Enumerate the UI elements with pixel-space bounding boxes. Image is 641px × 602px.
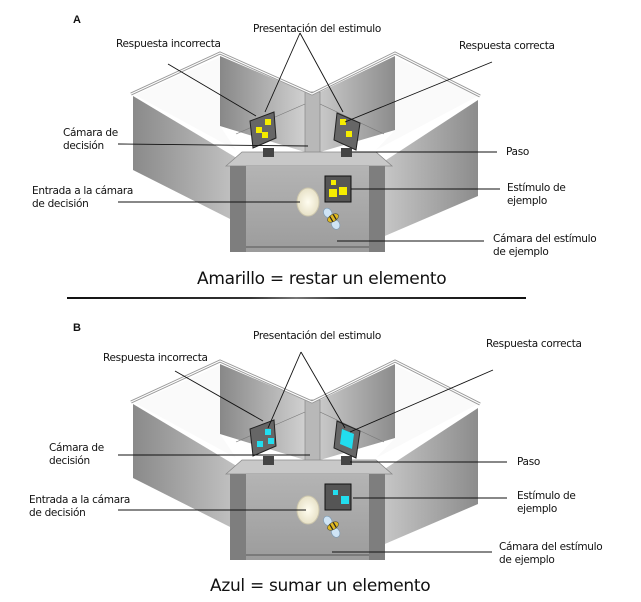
label-entrance: Entrada a la cámara de decisión bbox=[32, 185, 133, 210]
leader-incorrect bbox=[174, 370, 264, 422]
stimulus-square bbox=[265, 429, 271, 435]
stimulus-square bbox=[331, 180, 336, 185]
label-decision-chamber: Cámara de decisión bbox=[49, 442, 104, 467]
maze-diagram bbox=[118, 351, 507, 560]
stimulus-square bbox=[346, 131, 352, 137]
bee-stripe bbox=[329, 524, 334, 530]
panel-a: A Presentación del estimulo Respuesta in… bbox=[0, 0, 641, 292]
chamber-pillar-left bbox=[230, 474, 246, 560]
center-divider bbox=[304, 399, 321, 465]
stimulus-square bbox=[262, 132, 268, 138]
label-presentation: Presentación del estimulo bbox=[253, 330, 382, 342]
label-example-stimulus: Estímulo de ejemplo bbox=[517, 490, 576, 515]
passage-block-left bbox=[263, 148, 274, 157]
bee-stripe bbox=[332, 522, 337, 528]
stimulus-square bbox=[333, 490, 338, 495]
entrance-hole-icon bbox=[296, 187, 320, 217]
panel-letter: B bbox=[73, 322, 81, 334]
bee-body bbox=[327, 521, 339, 531]
leader-correct bbox=[349, 369, 494, 433]
label-passage: Paso bbox=[506, 146, 529, 158]
left-arm-back-wall bbox=[220, 364, 305, 460]
left-arm-outer-wall bbox=[133, 404, 240, 532]
stimulus-square bbox=[340, 429, 354, 449]
label-passage: Paso bbox=[517, 456, 540, 468]
top-rim-highlight bbox=[130, 52, 481, 97]
label-example-chamber: Cámara del estímulo de ejemplo bbox=[499, 541, 603, 566]
stimulus-square bbox=[256, 127, 262, 133]
leader-presentation-right bbox=[299, 32, 344, 113]
left-arm-outer-wall bbox=[133, 96, 240, 224]
label-decision-chamber: Cámara de decisión bbox=[63, 127, 118, 152]
chamber-pillar-right bbox=[369, 474, 385, 560]
right-arm-floor bbox=[376, 57, 478, 150]
panel-letter: A bbox=[73, 14, 81, 26]
right-arm-outer-wall bbox=[380, 100, 478, 238]
stimulus-square bbox=[340, 119, 346, 125]
maze-diagram bbox=[117, 32, 500, 252]
stimulus-square bbox=[268, 438, 274, 444]
label-entrance: Entrada a la cámara de decisión bbox=[29, 494, 130, 519]
chamber-pillar-right bbox=[369, 166, 385, 252]
left-arm-floor bbox=[135, 57, 236, 150]
caption: Amarillo = restar un elemento bbox=[197, 269, 447, 289]
passage-block-right bbox=[341, 456, 352, 465]
label-presentation: Presentación del estimulo bbox=[253, 23, 382, 35]
right-arm-outer-wall bbox=[380, 408, 478, 546]
leader-presentation-right bbox=[300, 351, 346, 429]
leader-correct bbox=[344, 61, 493, 123]
leader-incorrect bbox=[167, 63, 257, 117]
stimulus-square bbox=[257, 441, 263, 447]
passage-block-left bbox=[263, 456, 274, 465]
bee-icon bbox=[323, 207, 341, 230]
left-arm-back-wall bbox=[220, 56, 305, 152]
top-rim-highlight bbox=[130, 360, 481, 405]
label-correct-response: Respuesta correcta bbox=[486, 338, 582, 350]
leader-decision-chamber bbox=[117, 143, 309, 147]
bee-body bbox=[327, 213, 339, 223]
panel-b: B Presentación del estimulo Respuesta in… bbox=[0, 308, 641, 602]
example-stimulus-panel bbox=[324, 175, 352, 203]
passage-block-right bbox=[341, 148, 352, 157]
caption: Azul = sumar un elemento bbox=[210, 576, 431, 596]
bee-stripe bbox=[332, 214, 337, 220]
label-incorrect-response: Respuesta incorrecta bbox=[103, 352, 208, 364]
chamber-pillar-left bbox=[230, 166, 246, 252]
bee-icon bbox=[323, 515, 341, 538]
divider bbox=[67, 297, 526, 299]
right-arm-floor bbox=[376, 365, 478, 458]
leader-presentation-left bbox=[264, 32, 301, 113]
stimulus-square bbox=[265, 119, 271, 125]
bee-stripe bbox=[329, 216, 334, 222]
stimulus-square bbox=[339, 187, 347, 195]
label-example-stimulus: Estímulo de ejemplo bbox=[507, 182, 566, 207]
label-incorrect-response: Respuesta incorrecta bbox=[116, 38, 221, 50]
leader-presentation-left bbox=[267, 351, 302, 429]
stimulus-square bbox=[329, 189, 337, 197]
left-arm-floor bbox=[135, 365, 236, 458]
label-example-chamber: Cámara del estímulo de ejemplo bbox=[493, 233, 597, 258]
passage-shelf bbox=[224, 151, 394, 167]
label-correct-response: Respuesta correcta bbox=[459, 40, 555, 52]
stimulus-square bbox=[341, 496, 349, 504]
